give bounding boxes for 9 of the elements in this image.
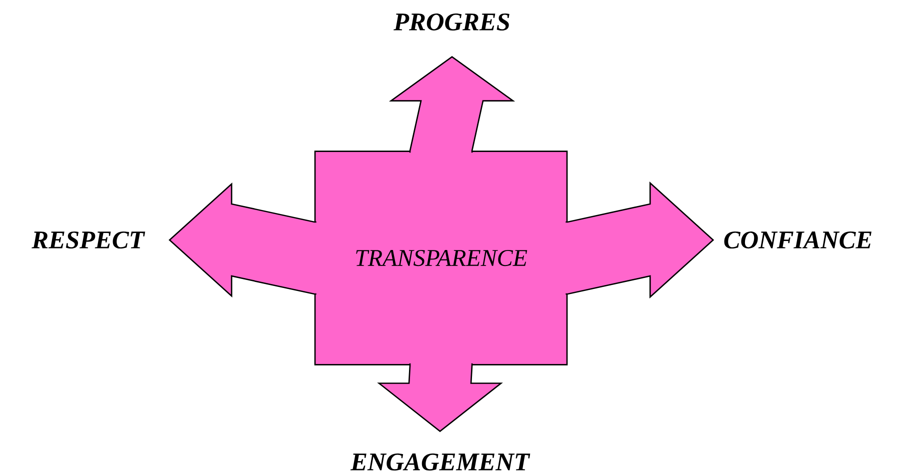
value-label: PROGRES bbox=[394, 14, 510, 31]
value-label: RESPECT bbox=[32, 232, 146, 249]
block-arrow bbox=[377, 362, 503, 432]
value-label: CONFIANCE bbox=[724, 232, 872, 249]
block-arrow bbox=[388, 56, 516, 154]
block-arrow bbox=[565, 182, 714, 299]
value-label: ENGAGEMENT bbox=[350, 454, 530, 471]
block-arrow bbox=[168, 182, 317, 298]
center-square: TRANSPARENCE bbox=[314, 150, 568, 366]
